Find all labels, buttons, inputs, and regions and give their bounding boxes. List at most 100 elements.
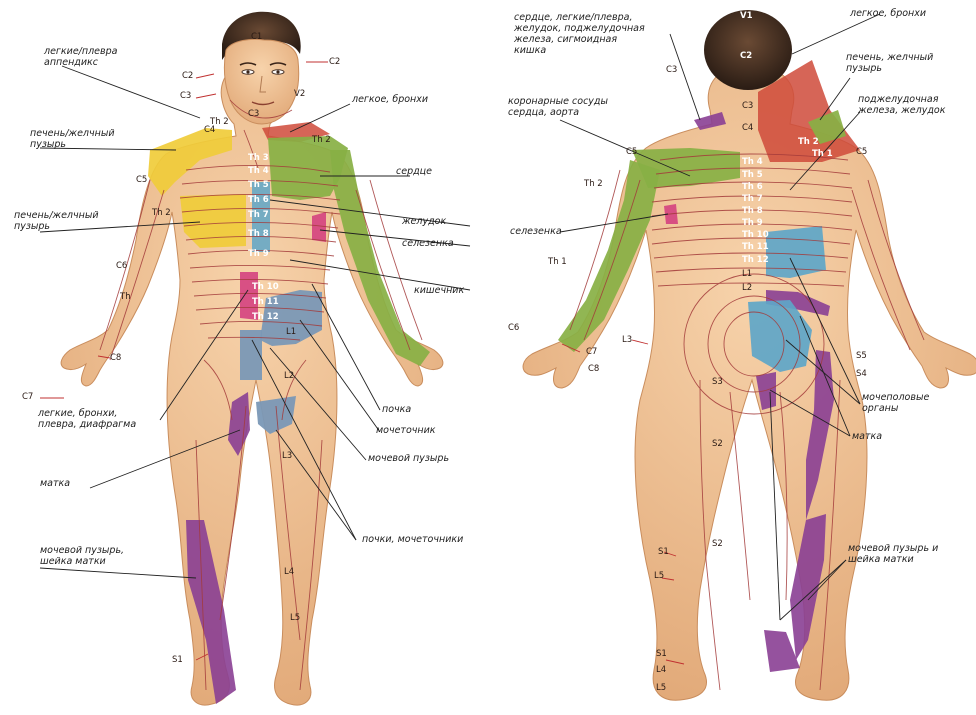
front-seg-th4: Th 4 (248, 167, 269, 176)
front-seg-s1: S1 (172, 656, 183, 665)
front-seg-c5: C5 (136, 176, 147, 185)
back-seg-c5-l: C5 (626, 148, 637, 157)
front-seg-th7: Th 7 (248, 211, 269, 220)
back-seg-c6: C6 (508, 324, 519, 333)
back-seg-v1: V1 (740, 12, 753, 21)
front-seg-c1: C1 (251, 33, 262, 42)
back-seg-c7: C7 (586, 348, 597, 357)
front-label-intestine: кишечник (414, 285, 464, 296)
back-label-bladder-cervix-2: шейка матки (848, 554, 914, 565)
back-seg-c3-neck: C3 (666, 66, 677, 75)
back-seg-th1-r: Th 1 (812, 150, 833, 159)
back-zone-green-arm (558, 160, 660, 352)
back-label-genital-2: органы (862, 403, 898, 414)
back-seg-l5a: L5 (654, 572, 664, 581)
back-seg-th12: Th 12 (742, 256, 769, 265)
front-label-lungs-appendix-1: легкие/плевра (44, 46, 117, 57)
back-label-bladder-cervix-1: мочевой пузырь и (848, 543, 938, 554)
back-label-coronary-2: сердца, аорта (508, 107, 579, 118)
front-seg-l5: L5 (290, 614, 300, 623)
front-label-lungs-appendix-2: аппендикс (44, 57, 98, 68)
front-seg-th10: Th 10 (252, 283, 279, 292)
back-seg-s2a: S2 (712, 440, 723, 449)
front-seg-th9: Th 9 (248, 250, 269, 259)
front-label-kidney: почка (382, 404, 411, 415)
back-seg-th2-r: Th 2 (798, 138, 819, 147)
front-seg-th2-chest: Th 2 (152, 209, 171, 218)
back-seg-s1b: S1 (656, 650, 667, 659)
front-label-bladder-cervix-2: шейка матки (40, 556, 106, 567)
front-label-liver-gb-lower-2: пузырь (14, 221, 50, 232)
front-label-ureter: мочеточник (376, 425, 436, 436)
back-seg-l1: L1 (742, 270, 752, 279)
back-seg-th8: Th 8 (742, 207, 763, 216)
back-seg-c4: C4 (742, 124, 753, 133)
back-seg-s4: S4 (856, 370, 867, 379)
back-label-pancreas-2: железа, желудок (858, 105, 945, 116)
back-seg-c5-r: C5 (856, 148, 867, 157)
back-seg-c3: C3 (742, 102, 753, 111)
back-label-liver-gb-1: печень, желчный (846, 52, 933, 63)
front-label-lung-bronchi: легкое, бронхи (352, 94, 428, 105)
back-seg-l5b: L5 (656, 684, 666, 693)
front-seg-c2b: C2 (329, 58, 340, 67)
front-seg-th1: Th (120, 293, 131, 302)
back-label-spleen: селезенка (510, 226, 562, 237)
front-zone-pink-spleen (312, 212, 326, 242)
back-seg-th6: Th 6 (742, 183, 763, 192)
back-seg-l2: L2 (742, 284, 752, 293)
front-seg-c8: C8 (110, 354, 121, 363)
back-seg-th7: Th 7 (742, 195, 763, 204)
front-label-spleen: селезенка (402, 238, 454, 249)
front-seg-th8: Th 8 (248, 230, 269, 239)
back-seg-c2: C2 (740, 52, 752, 61)
front-label-lung-diaphragm-1: легкие, бронхи, (38, 408, 117, 419)
front-seg-c3a: C3 (180, 92, 191, 101)
back-label-heart-group-1: сердце, легкие/плевра, (514, 12, 632, 23)
front-label-uterus: матка (40, 478, 70, 489)
front-seg-th2-l: Th 2 (312, 136, 331, 145)
front-seg-th3: Th 3 (248, 154, 269, 163)
front-seg-th6: Th 6 (248, 196, 269, 205)
front-seg-c6: C6 (116, 262, 127, 271)
back-seg-l4: L4 (656, 666, 666, 675)
front-seg-v2: V2 (294, 90, 305, 99)
back-seg-s3: S3 (712, 378, 723, 387)
front-seg-th12: Th 12 (252, 313, 279, 322)
back-label-coronary-1: коронарные сосуды (508, 96, 608, 107)
back-seg-th4: Th 4 (742, 158, 763, 167)
back-seg-th5: Th 5 (742, 171, 763, 180)
back-seg-th9: Th 9 (742, 219, 763, 228)
back-seg-th11: Th 11 (742, 243, 769, 252)
back-label-liver-gb-2: пузырь (846, 63, 882, 74)
front-label-liver-gb-upper-2: пузырь (30, 139, 66, 150)
front-label-liver-gb-upper-1: печень/желчный (30, 128, 115, 139)
back-seg-s1a: S1 (658, 548, 669, 557)
back-label-heart-group-4: кишка (514, 45, 546, 56)
back-label-uterus: матка (852, 431, 882, 442)
back-seg-c8: C8 (588, 365, 599, 374)
front-label-stomach: желудок (402, 216, 446, 227)
front-seg-l1: L1 (286, 328, 296, 337)
back-label-genital-1: мочеполовые (862, 392, 929, 403)
front-label-kidneys-ureters: почки, мочеточники (362, 534, 463, 545)
front-seg-l3: L3 (282, 452, 292, 461)
front-seg-c2a: C2 (182, 72, 193, 81)
front-label-bladder: мочевой пузырь (368, 453, 449, 464)
back-label-heart-group-2: желудок, поджелудочная (514, 23, 645, 34)
back-seg-s5: S5 (856, 352, 867, 361)
front-seg-th2-r: Th 2 (210, 118, 229, 127)
front-label-lung-diaphragm-2: плевра, диафрагма (38, 419, 136, 430)
back-seg-th1-arm: Th 1 (548, 258, 567, 267)
back-seg-s2b: S2 (712, 540, 723, 549)
segment-pointers (40, 62, 684, 664)
front-label-heart: сердце (396, 166, 432, 177)
front-seg-c3b: C3 (248, 110, 259, 119)
back-seg-th2-arm: Th 2 (584, 180, 603, 189)
front-seg-th11: Th 11 (252, 298, 279, 307)
front-seg-th5: Th 5 (248, 181, 269, 190)
back-label-heart-group-3: железа, сигмоидная (514, 34, 617, 45)
front-seg-l2: L2 (284, 372, 294, 381)
